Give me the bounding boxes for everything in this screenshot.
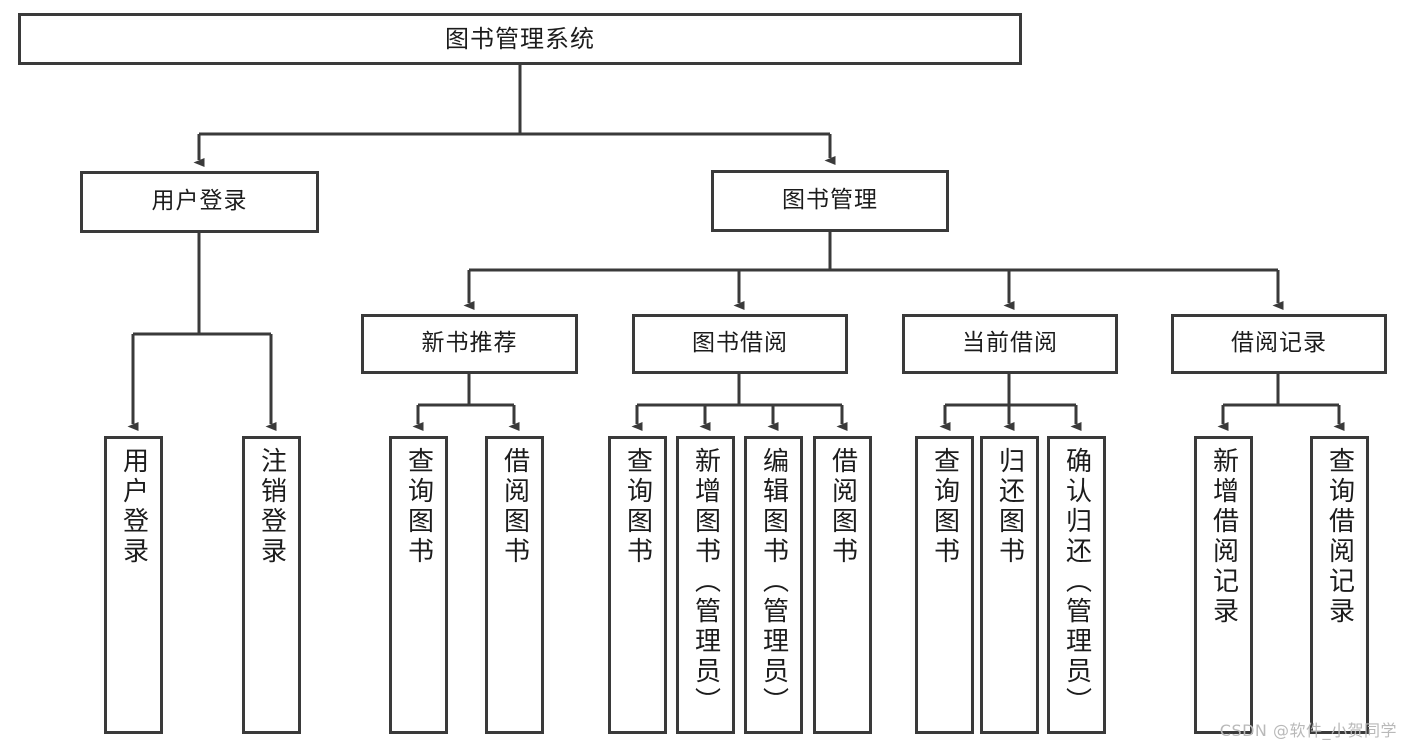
leaf-borrow-record-add[interactable]: 新增借阅记录 [1194,436,1253,734]
leaf-user-login-logout[interactable]: 注销登录 [242,436,301,734]
leaf-book-borrow-borrow[interactable]: 借阅图书 [813,436,872,734]
node-label: 借阅图书 [827,447,858,567]
node-borrow-record[interactable]: 借阅记录 [1171,314,1387,374]
node-label: 用户登录 [151,188,248,215]
node-label: 查询借阅记录 [1324,447,1355,627]
leaf-book-borrow-search[interactable]: 查询图书 [608,436,667,734]
node-new-book-recommend[interactable]: 新书推荐 [361,314,578,374]
node-user-login[interactable]: 用户登录 [80,171,319,233]
node-label: 当前借阅 [962,330,1058,357]
node-label: 借阅记录 [1231,330,1327,357]
node-label: 借阅图书 [499,447,530,567]
node-root-system[interactable]: 图书管理系统 [18,13,1022,65]
node-label: 新增借阅记录 [1208,447,1239,627]
leaf-current-borrow-return[interactable]: 归还图书 [980,436,1039,734]
node-current-borrow[interactable]: 当前借阅 [902,314,1118,374]
leaf-borrow-record-search[interactable]: 查询借阅记录 [1310,436,1369,734]
node-book-management[interactable]: 图书管理 [711,170,949,232]
node-label: 图书管理系统 [445,24,595,53]
leaf-current-borrow-search[interactable]: 查询图书 [915,436,974,734]
node-label: 查询图书 [403,447,434,567]
node-label: 用户登录 [118,447,149,567]
node-label: 图书管理 [782,187,878,214]
node-label: 新增图书（管理员） [690,447,721,717]
leaf-user-login-login[interactable]: 用户登录 [104,436,163,734]
node-label: 查询图书 [929,447,960,567]
node-label: 编辑图书（管理员） [758,447,789,717]
node-label: 注销登录 [256,447,287,567]
leaf-current-borrow-confirm-return[interactable]: 确认归还（管理员） [1047,436,1106,734]
leaf-book-borrow-edit[interactable]: 编辑图书（管理员） [744,436,803,734]
node-label: 新书推荐 [421,330,518,357]
node-label: 查询图书 [622,447,653,567]
leaf-book-borrow-add[interactable]: 新增图书（管理员） [676,436,735,734]
node-label: 确认归还（管理员） [1061,447,1092,717]
node-label: 归还图书 [994,447,1025,567]
leaf-new-book-search[interactable]: 查询图书 [389,436,448,734]
node-book-borrow[interactable]: 图书借阅 [632,314,848,374]
node-label: 图书借阅 [692,330,788,357]
leaf-new-book-borrow[interactable]: 借阅图书 [485,436,544,734]
